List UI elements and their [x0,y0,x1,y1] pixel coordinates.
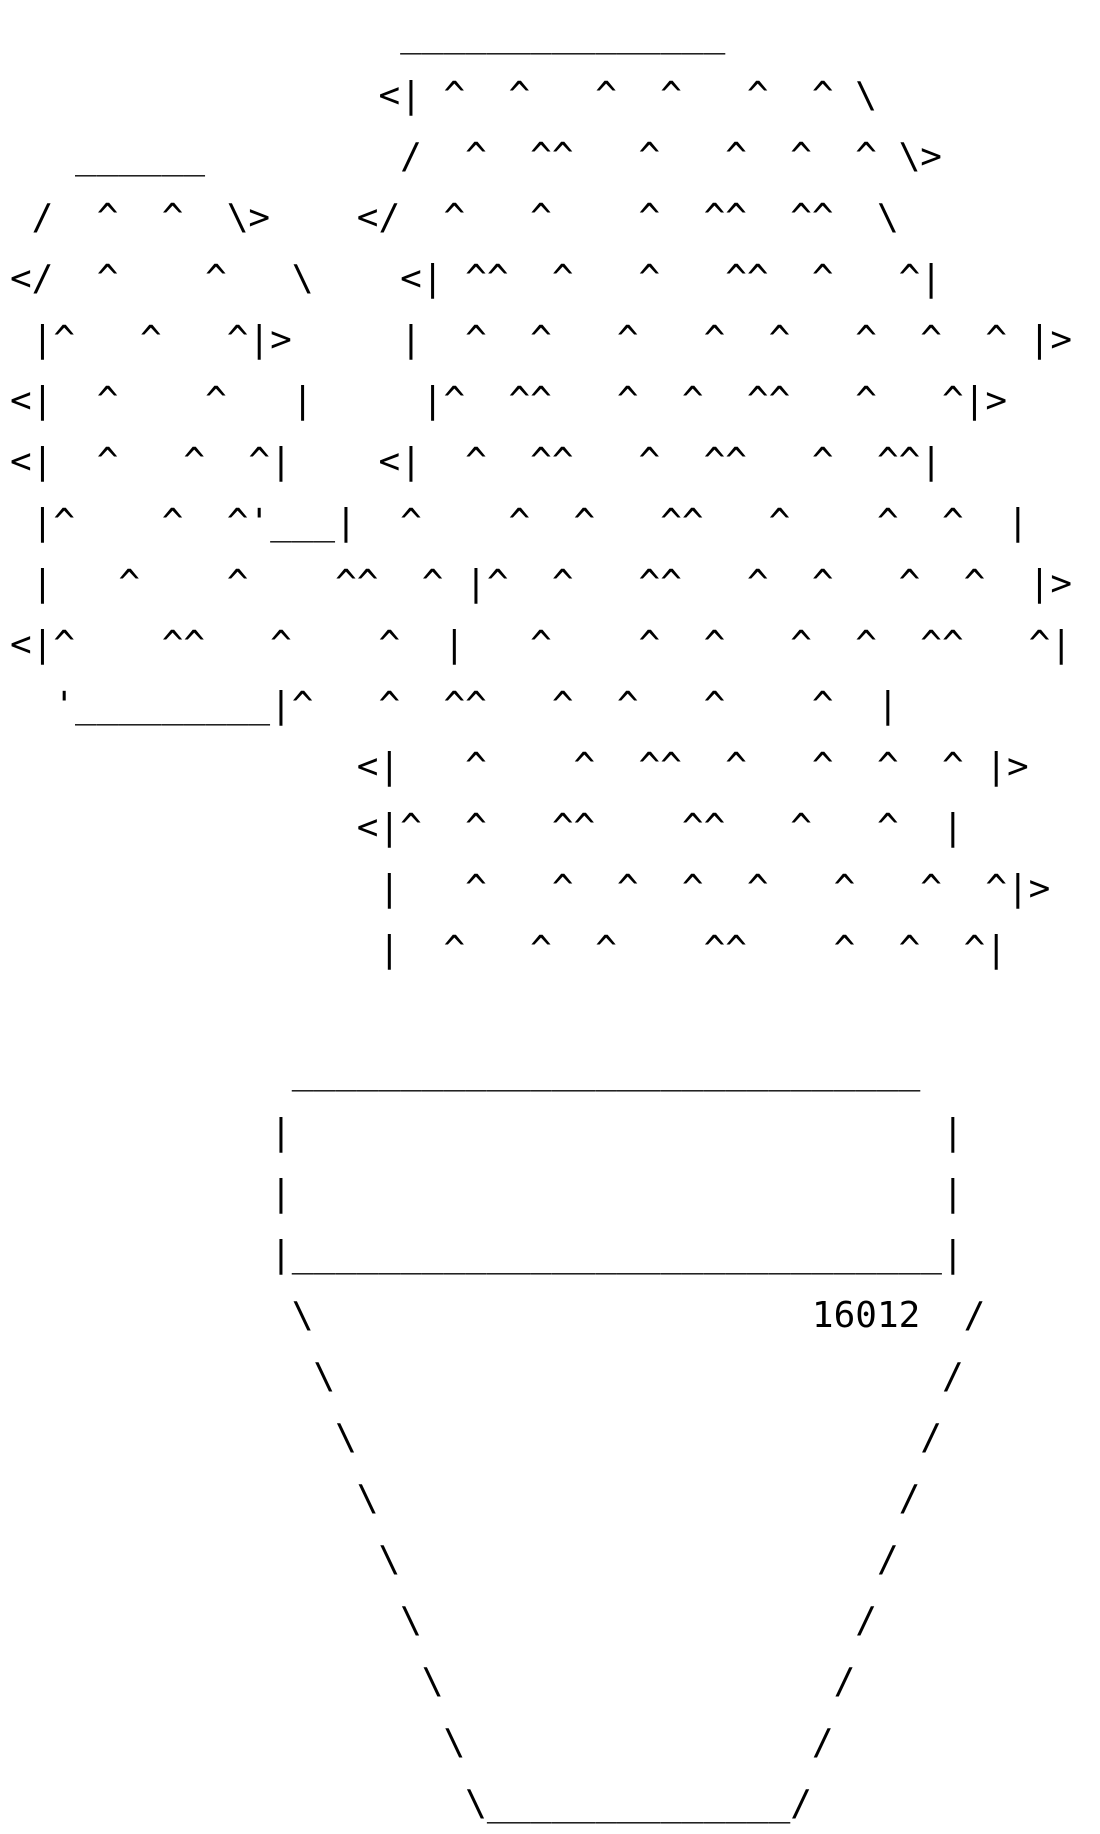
art-line: \______________/ [10,1783,812,1824]
art-line: \ / [10,1600,877,1641]
art-line: | | [10,1112,964,1153]
art-line: \ / [10,1722,834,1763]
art-line: \ / [10,1661,856,1702]
art-line: <|^ ^^ ^ ^ | ^ ^ ^ ^ ^ ^^ ^| [10,624,1073,665]
art-line: <| ^ ^ ^^ ^ ^ ^ ^ |> [10,746,1029,787]
art-line: ______ / ^ ^^ ^ ^ ^ ^ \> [10,136,942,177]
art-line: |______________________________| [10,1234,964,1275]
art-line: _____________________________ [10,1051,921,1092]
art-line: |^ ^ ^|> | ^ ^ ^ ^ ^ ^ ^ ^ |> [10,319,1073,360]
art-line: _______________ [10,14,726,55]
art-line: <| ^ ^ ^ ^ ^ ^ \ [10,75,877,116]
art-line: \ / [10,1539,899,1580]
ascii-cactus-art: _______________ <| ^ ^ ^ ^ ^ ^ \ ______ … [10,4,1072,1834]
art-line-with-label: \ 16012 / [10,1295,986,1336]
art-line: '_________|^ ^ ^^ ^ ^ ^ ^ | [10,685,899,726]
art-line: </ ^ ^ \ <| ^^ ^ ^ ^^ ^ ^| [10,258,942,299]
art-line: \ / [10,1417,942,1458]
art-line: | ^ ^ ^ ^^ ^ ^ ^| [10,929,1007,970]
art-line: \ / [10,1478,921,1519]
art-line: |^ ^ ^'___| ^ ^ ^ ^^ ^ ^ ^ | [10,502,1029,543]
art-line: \ / [10,1356,964,1397]
art-line: <| ^ ^ | |^ ^^ ^ ^ ^^ ^ ^|> [10,380,1007,421]
art-line [10,980,1072,1041]
art-line: <|^ ^ ^^ ^^ ^ ^ | [10,807,964,848]
art-line: | ^ ^ ^ ^ ^ ^ ^ ^|> [10,868,1051,909]
art-line: <| ^ ^ ^| <| ^ ^^ ^ ^^ ^ ^^| [10,441,942,482]
art-line: | | [10,1173,964,1214]
art-line: | ^ ^ ^^ ^ |^ ^ ^^ ^ ^ ^ ^ |> [10,563,1073,604]
art-line: / ^ ^ \> </ ^ ^ ^ ^^ ^^ \ [10,197,899,238]
